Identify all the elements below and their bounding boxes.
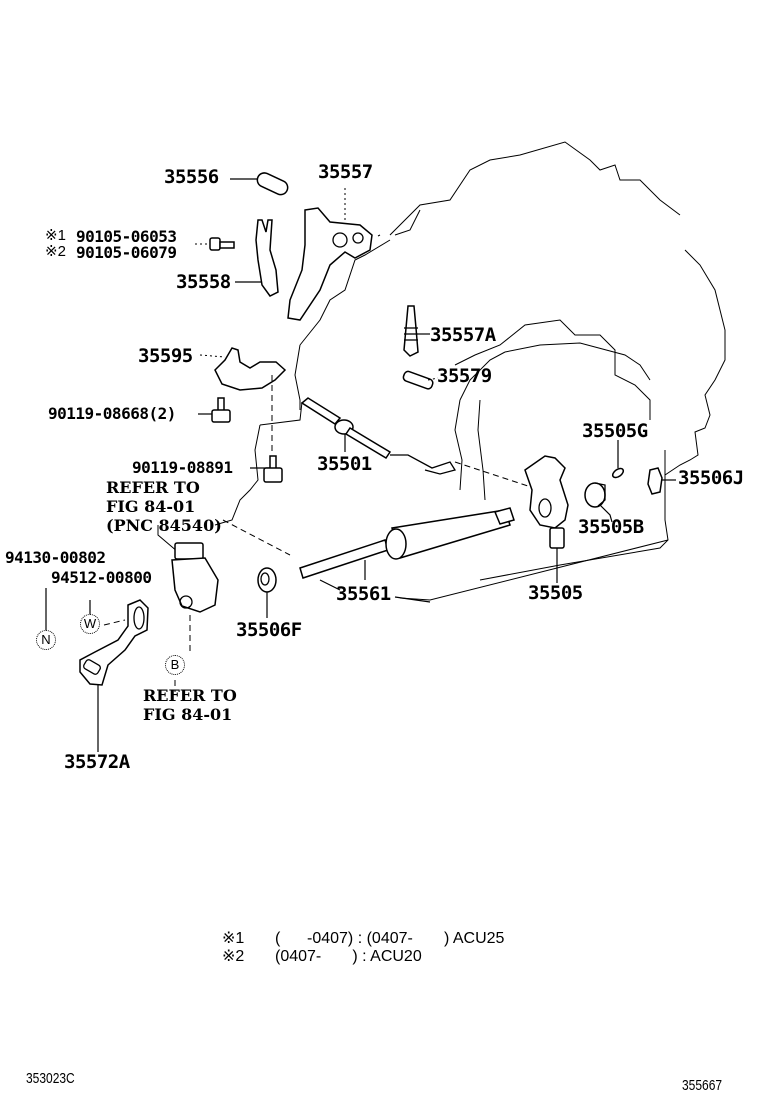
bolt-90119-08891 [250,455,283,483]
bellhousing-outline [454,319,669,581]
part-label-35557A[interactable]: 35557A [430,324,496,346]
transmission-case-outline [389,141,726,476]
variant-mark-2: ※2 [45,243,66,260]
variant-mark-1: ※1 [45,227,66,244]
part-label-35506J[interactable]: 35506J [678,467,744,489]
part-label-35572A[interactable]: 35572A [64,751,130,773]
part-label-35579[interactable]: 35579 [437,365,492,387]
part-label-35505B[interactable]: 35505B [578,516,644,538]
note-1-mark: ※1 [222,930,245,947]
pin-35556 [230,172,289,196]
page-code: 355667 [682,1077,723,1094]
part-label-35557[interactable]: 35557 [318,161,373,183]
part-label-35595[interactable]: 35595 [138,345,193,367]
clip-35506J [647,467,676,495]
part-label-35561[interactable]: 35561 [336,583,391,605]
bolt-90119-08668 [198,397,231,423]
callout-n: N [36,630,56,650]
part-label-35506F[interactable]: 35506F [236,619,302,641]
reference-text-line1: REFER TO [106,478,200,497]
pin-35579 [402,370,439,390]
reference-figure-link-b[interactable]: FIG 84-01 [143,705,233,724]
reference-figure-link[interactable]: FIG 84-01 [106,497,196,516]
part-label-94130-00802[interactable]: 94130-00802 [5,548,106,567]
clip-35505G [611,440,625,479]
callout-w: W [80,614,100,634]
bushing-35505B [584,482,613,523]
part-label-90105-06079[interactable]: 90105-06079 [76,243,177,262]
note-2-text: (0407- ) : ACU20 [275,948,422,965]
lever-35505 [524,455,569,583]
part-label-94512-00800[interactable]: 94512-00800 [51,568,152,587]
lever-35572A [45,588,149,752]
rod-35501 [300,397,541,491]
bracket-35595 [199,347,287,455]
bolt-90105 [195,237,235,251]
seal-35506F [257,567,277,618]
lever-35557 [287,188,373,321]
part-label-35558[interactable]: 35558 [176,271,231,293]
part-label-35501[interactable]: 35501 [317,453,372,475]
part-label-90119-08891[interactable]: 90119-08891 [132,458,233,477]
illustration-code: 353023C [26,1070,75,1087]
callout-b: B [165,655,185,675]
spring-35557A [403,305,430,357]
neutral-start-switch [157,519,291,692]
note-2-mark: ※2 [222,948,245,965]
part-label-90105-06053[interactable]: 90105-06053 [76,227,177,246]
note-1-text: ( -0407) : (0407- ) ACU25 [275,930,505,947]
part-label-35505G[interactable]: 35505G [582,420,648,442]
reference-text-line1-b: REFER TO [143,686,237,705]
shaft-35561 [299,507,515,603]
bracket-35558 [235,219,279,297]
part-label-35556[interactable]: 35556 [164,166,219,188]
part-label-90119-08668[interactable]: 90119-08668(2) [48,404,176,423]
part-label-35505[interactable]: 35505 [528,582,583,604]
reference-pnc[interactable]: (PNC 84540) [106,516,222,535]
